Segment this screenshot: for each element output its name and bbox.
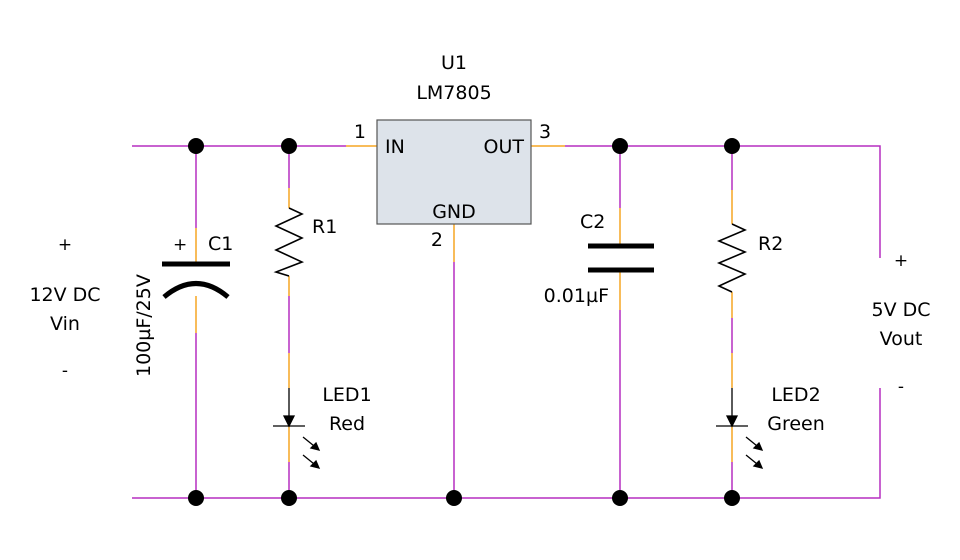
input-name: Vin <box>50 313 80 335</box>
junction-dot <box>612 490 628 506</box>
u1-pin-out-label: OUT <box>484 136 525 158</box>
c1-capacitor[interactable] <box>162 261 230 299</box>
u1-part: LM7805 <box>416 82 491 104</box>
led1-ray-1-head <box>309 441 321 451</box>
c2-capacitor[interactable] <box>588 243 654 273</box>
output-plus-sign: + <box>894 251 908 271</box>
led1-triangle <box>282 415 296 428</box>
c1-ref: C1 <box>208 233 233 255</box>
junction-dot <box>188 490 204 506</box>
u1-pin-in-label: IN <box>385 136 405 158</box>
pin-stubs <box>195 145 733 462</box>
u1-pin-out-number: 3 <box>539 121 551 143</box>
r2-resistor[interactable] <box>716 223 748 293</box>
c1-value: 100µF/25V <box>133 274 155 377</box>
bottom-rail <box>132 388 881 499</box>
junctions <box>188 138 740 506</box>
led2-diode[interactable] <box>716 388 764 469</box>
r1-resistor[interactable] <box>273 207 305 277</box>
junction-dot <box>724 490 740 506</box>
r2-ref: R2 <box>758 233 783 255</box>
led2-triangle <box>725 415 739 428</box>
input-voltage: 12V DC <box>29 284 100 306</box>
led1-ref: LED1 <box>322 384 371 406</box>
r1-ref: R1 <box>312 216 337 238</box>
junction-dot <box>188 138 204 154</box>
output-name: Vout <box>880 328 923 350</box>
u1-pin-in-number: 1 <box>354 121 366 143</box>
u1-pin-gnd-label: GND <box>432 201 476 223</box>
led1-color: Red <box>329 413 365 435</box>
led2-ref: LED2 <box>771 384 820 406</box>
input-plus-sign: + <box>58 235 72 255</box>
top-rail-right <box>565 145 881 258</box>
u1-pin-gnd-number: 2 <box>431 229 443 251</box>
junction-dot <box>281 490 297 506</box>
c1-plate-curved <box>162 281 230 299</box>
led1-ray-2-head <box>309 459 321 469</box>
output-minus-sign: - <box>898 377 904 397</box>
output-voltage: 5V DC <box>871 299 930 321</box>
u1-body[interactable] <box>376 119 532 225</box>
junction-dot <box>446 490 462 506</box>
led2-ray-2-head <box>752 459 764 469</box>
u1-ref: U1 <box>441 52 467 74</box>
u1-regulator[interactable]: IN OUT GND <box>376 119 532 225</box>
junction-dot <box>281 138 297 154</box>
input-minus-sign: - <box>62 361 68 381</box>
c2-value: 0.01µF <box>544 285 609 307</box>
c1-polarity-mark: + <box>173 235 187 255</box>
led2-color: Green <box>767 413 825 435</box>
r1-zigzag <box>273 207 305 277</box>
led2-ray-1-head <box>752 441 764 451</box>
r2-zigzag <box>716 223 748 293</box>
junction-dot <box>724 138 740 154</box>
c2-ref: C2 <box>580 211 605 233</box>
led1-diode[interactable] <box>273 388 321 469</box>
junction-dot <box>612 138 628 154</box>
